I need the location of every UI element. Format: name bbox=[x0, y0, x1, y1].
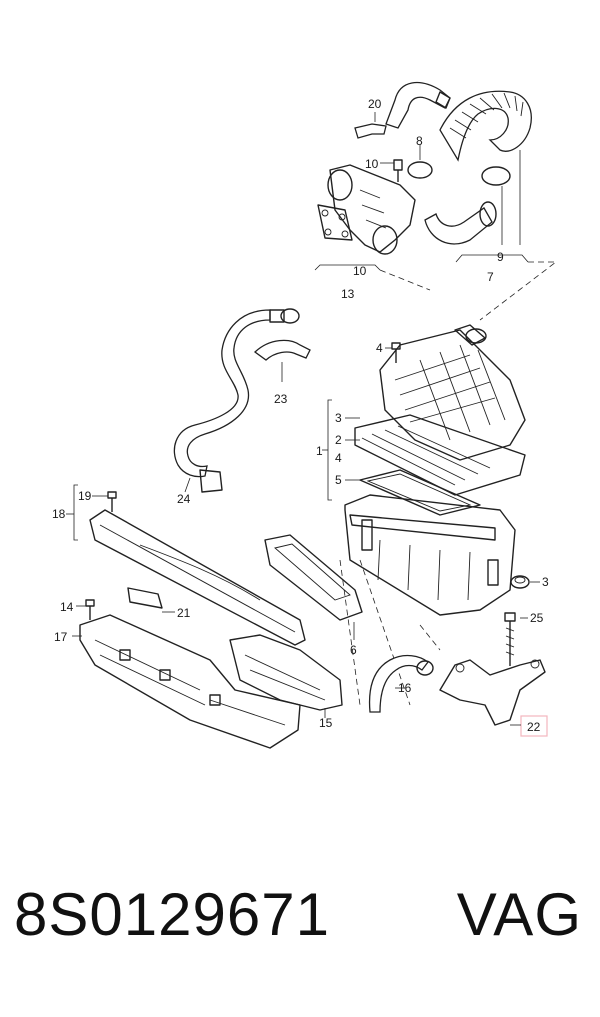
breather-hose-24 bbox=[173, 308, 300, 493]
label-16: 16 bbox=[398, 681, 412, 695]
label-3b: 3 bbox=[542, 575, 549, 589]
screw-19 bbox=[107, 491, 117, 512]
bolt-25 bbox=[504, 612, 516, 666]
label-22: 22 bbox=[527, 720, 541, 734]
bolt-10 bbox=[393, 159, 403, 182]
grommet-3 bbox=[510, 575, 530, 589]
label-9: 9 bbox=[497, 250, 504, 264]
filter-element bbox=[354, 414, 526, 496]
screw-4 bbox=[391, 342, 401, 363]
label-18: 18 bbox=[52, 507, 66, 521]
label-24: 24 bbox=[177, 492, 191, 506]
label-14: 14 bbox=[60, 600, 74, 614]
label-25: 25 bbox=[530, 611, 544, 625]
air-inlet-6 bbox=[264, 534, 363, 621]
label-15: 15 bbox=[319, 716, 333, 730]
label-21: 21 bbox=[177, 606, 191, 620]
label-3: 3 bbox=[335, 411, 342, 425]
label-17: 17 bbox=[54, 630, 68, 644]
label-5: 5 bbox=[335, 473, 342, 487]
callout-highlight bbox=[520, 715, 548, 737]
label-6: 6 bbox=[350, 643, 357, 657]
throttle-body bbox=[327, 164, 416, 255]
clip-21 bbox=[127, 587, 163, 609]
gasket-plate bbox=[317, 204, 353, 241]
elbow-hose bbox=[424, 201, 497, 245]
small-vent-hose bbox=[354, 123, 387, 139]
intake-hose-upper bbox=[385, 81, 451, 129]
air-box-lower bbox=[344, 494, 516, 616]
label-7: 7 bbox=[487, 270, 494, 284]
label-8: 8 bbox=[416, 134, 423, 148]
label-1: 1 bbox=[316, 444, 323, 458]
screw-14 bbox=[85, 599, 95, 620]
label-19: 19 bbox=[78, 489, 92, 503]
air-guide-tray-18 bbox=[89, 509, 306, 646]
label-4: 4 bbox=[376, 341, 383, 355]
label-10b: 10 bbox=[353, 264, 367, 278]
air-box-cover bbox=[379, 324, 526, 461]
air-duct-17 bbox=[79, 614, 301, 749]
hose-clamps bbox=[407, 161, 511, 186]
drain-hose-16 bbox=[368, 654, 434, 713]
footer: 8S0129671 VAG bbox=[0, 880, 600, 990]
bracket-22 bbox=[439, 659, 546, 726]
breather-hose-23 bbox=[253, 339, 311, 361]
exploded-parts-diagram: 20 8 10 9 10 7 13 4 23 3 2 1 4 5 24 19 1… bbox=[52, 81, 558, 749]
part-number: 8S0129671 bbox=[14, 881, 330, 948]
label-4b: 4 bbox=[335, 451, 342, 465]
label-10a: 10 bbox=[365, 157, 379, 171]
label-13: 13 bbox=[341, 287, 355, 301]
label-20: 20 bbox=[368, 97, 382, 111]
brand-name: VAG bbox=[456, 881, 582, 948]
air-duct-15 bbox=[229, 634, 343, 711]
label-2: 2 bbox=[335, 433, 342, 447]
corrugated-intake-duct bbox=[439, 90, 532, 162]
label-23: 23 bbox=[274, 392, 288, 406]
